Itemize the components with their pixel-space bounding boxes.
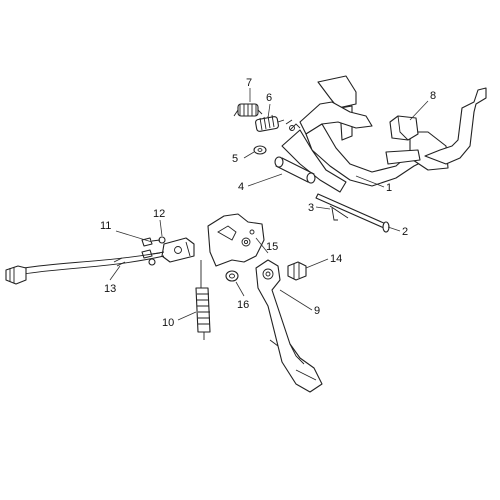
spring-upper [233,103,263,117]
cable-harness [5,251,165,285]
callout-2: 2 [402,226,408,238]
callout-6: 6 [266,92,272,104]
callout-11: 11 [100,220,111,232]
pivot-pin [315,193,390,233]
tension-spring [195,260,211,340]
side-stand [255,259,323,393]
cotter-pin [329,205,349,221]
pedal-rubber [389,115,419,141]
callout-1: 1 [386,182,392,194]
callout-13: 13 [104,283,116,295]
callout-9: 9 [314,305,320,317]
callout-10: 10 [162,317,174,329]
side-stand-switch [148,236,195,266]
callout-3: 3 [308,202,314,214]
washer [253,145,267,155]
spring-lower [255,114,285,132]
callout-7: 7 [246,77,252,89]
callout-14: 14 [330,253,342,265]
callout-labels: 7 6 8 5 4 1 3 2 12 11 15 14 13 16 9 10 [100,77,436,329]
bushing [274,156,316,184]
callout-12: 12 [153,208,165,220]
center-stand [281,75,487,193]
callout-5: 5 [232,153,238,165]
callout-4: 4 [238,181,244,193]
screws [141,237,161,259]
side-stand-bracket [207,213,265,267]
callout-16: 16 [237,299,249,311]
callout-15: 15 [266,241,278,253]
callout-8: 8 [430,90,436,102]
leader-lines [109,88,429,321]
stop-rubber [287,261,307,281]
bushing-small [225,270,239,282]
